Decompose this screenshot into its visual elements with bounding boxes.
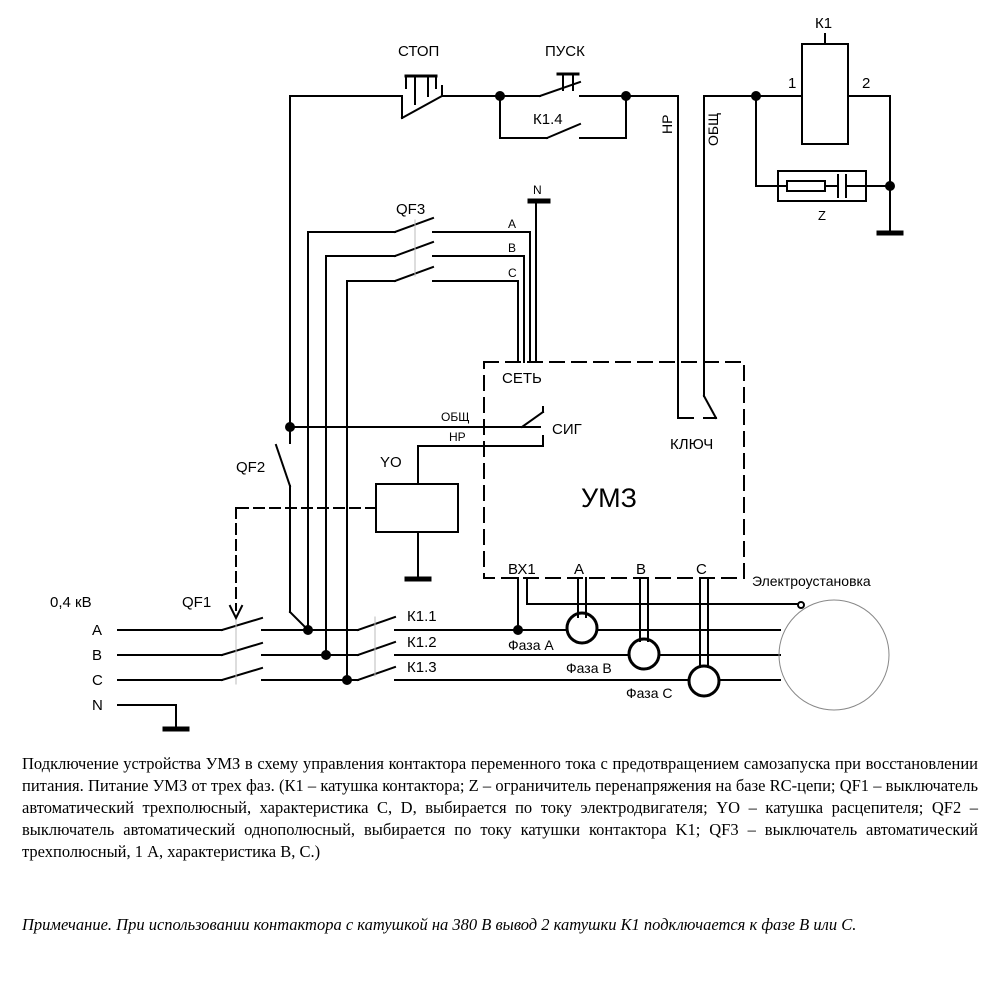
- ct-b: [627, 577, 661, 671]
- label-qf3-a: A: [508, 217, 516, 231]
- label-k1-4: К1.4: [533, 111, 563, 128]
- label-voltage: 0,4 кВ: [50, 594, 92, 611]
- label-start: ПУСК: [545, 43, 585, 60]
- label-phase-c: Фаза C: [626, 685, 672, 701]
- label-ct-c: C: [696, 561, 707, 578]
- umz-device: [483, 361, 745, 579]
- label-nr-top: НР: [659, 115, 675, 134]
- label-pin1: 1: [788, 75, 796, 92]
- label-k1-2: К1.2: [407, 634, 437, 651]
- label-z: Z: [818, 208, 826, 223]
- label-n-top: N: [533, 183, 542, 197]
- label-pin2: 2: [862, 75, 870, 92]
- label-stop: СТОП: [398, 43, 439, 60]
- stop-button: [400, 74, 444, 120]
- qf1-breaker: [220, 614, 264, 685]
- label-obsh-sig: ОБЩ: [441, 410, 469, 424]
- junctions: [285, 91, 895, 685]
- label-umz: УМЗ: [581, 483, 637, 513]
- qf2-switch: [274, 443, 292, 488]
- mechanical-link: [235, 507, 377, 611]
- label-line-n: N: [92, 697, 103, 714]
- label-yo: YO: [380, 454, 402, 471]
- main-lines: [117, 629, 781, 732]
- label-qf3-c: C: [508, 266, 517, 280]
- ct-c: [687, 577, 721, 698]
- label-nr-sig: НР: [449, 430, 466, 444]
- label-sig: СИГ: [552, 421, 582, 438]
- label-phase-b: Фаза B: [566, 660, 612, 676]
- label-phase-a: Фаза A: [508, 637, 554, 653]
- wiring-diagram: СТОП ПУСК К1.4 НР ОБЩ К1 1 2 Z N QF3 A B…: [50, 15, 904, 732]
- label-obsh-top: ОБЩ: [705, 113, 721, 146]
- label-k1-1: К1.1: [407, 608, 437, 625]
- label-vx1: ВХ1: [508, 561, 536, 578]
- k1-main-contacts: [356, 615, 397, 682]
- label-qf3: QF3: [396, 201, 425, 218]
- electro-installation: [778, 599, 890, 711]
- label-klyuch: КЛЮЧ: [670, 436, 713, 453]
- ct-a: [565, 577, 599, 645]
- label-line-b: B: [92, 647, 102, 664]
- label-qf2: QF2: [236, 459, 265, 476]
- label-set: СЕТЬ: [502, 370, 542, 387]
- label-line-c: C: [92, 672, 103, 689]
- qf3-breaker: [393, 216, 435, 283]
- key-contact: [677, 361, 718, 420]
- label-k1-3: К1.3: [407, 659, 437, 676]
- k1-coil: [801, 33, 849, 145]
- z-rc-element: [755, 170, 891, 202]
- start-button: [499, 72, 627, 140]
- label-electro: Электроустановка: [752, 573, 871, 589]
- label-ct-a: A: [574, 561, 584, 578]
- label-k1: К1: [815, 15, 832, 32]
- sig-contacts: [483, 406, 545, 447]
- caption-main: Подключение устройства УМЗ в схему управ…: [22, 754, 978, 861]
- label-line-a: A: [92, 622, 102, 639]
- label-ct-b: B: [636, 561, 646, 578]
- caption-note: Примечание. При использовании контактора…: [22, 915, 857, 934]
- label-qf1: QF1: [182, 594, 211, 611]
- label-qf3-b: B: [508, 241, 516, 255]
